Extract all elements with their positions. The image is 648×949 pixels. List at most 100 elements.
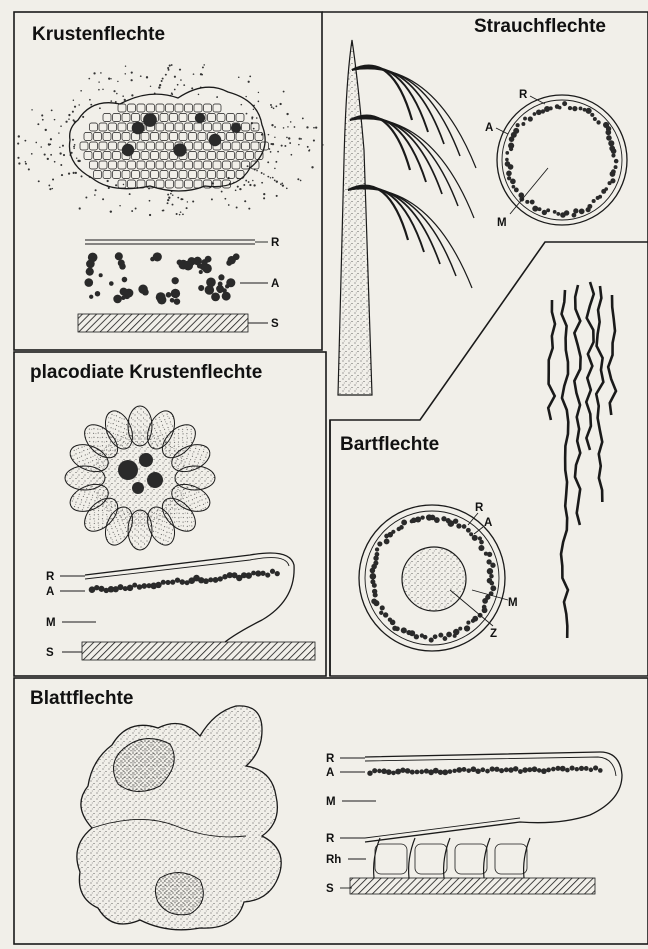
foliose-algae-layer (367, 765, 602, 776)
strand (586, 282, 594, 450)
alga (572, 213, 577, 218)
alga (490, 585, 496, 591)
alga (456, 767, 462, 773)
areole (113, 152, 121, 160)
areole (156, 142, 164, 150)
alga (165, 580, 170, 585)
crust-areoles (80, 104, 269, 188)
areole (141, 171, 149, 179)
speckle (239, 188, 241, 190)
areole (156, 161, 164, 169)
speckle (322, 144, 324, 146)
alga (572, 106, 577, 111)
speckle (146, 76, 148, 78)
placodiate-section-outline (85, 553, 294, 642)
strand (561, 290, 568, 638)
alga (424, 768, 429, 773)
speckle (78, 104, 79, 105)
speckle (49, 188, 51, 190)
strand (596, 286, 603, 502)
alga (456, 523, 461, 528)
areole (194, 104, 202, 112)
speckle (281, 145, 283, 147)
speckle (256, 170, 258, 172)
areole (113, 171, 121, 179)
alga (485, 769, 490, 774)
speckle (149, 200, 151, 202)
alga (429, 637, 434, 642)
speckle (110, 100, 112, 102)
areole (137, 104, 145, 112)
speckle (294, 126, 296, 128)
alga (367, 770, 372, 775)
alga (401, 627, 407, 633)
alga (399, 525, 404, 530)
frame-krustenflechte (14, 12, 322, 350)
alga (487, 568, 493, 574)
speckle (62, 145, 64, 147)
alga (458, 627, 462, 631)
alga (370, 579, 375, 584)
alga (482, 607, 488, 613)
areole (118, 123, 126, 131)
alga (523, 117, 527, 121)
speckle (174, 89, 176, 91)
areole (103, 114, 111, 122)
speckle (170, 193, 172, 195)
speckle (241, 104, 243, 106)
speckle (179, 214, 181, 216)
areole (242, 142, 250, 150)
speckle (52, 178, 54, 180)
alga (560, 212, 566, 218)
alga (508, 143, 514, 149)
alga (222, 292, 231, 301)
alga (400, 768, 405, 773)
alga (522, 767, 528, 773)
label-s: S (326, 883, 334, 895)
speckle (58, 132, 59, 133)
speckle (47, 158, 49, 160)
alga (95, 291, 100, 296)
krustenflechte-title: Krustenflechte (32, 24, 165, 45)
panel-krustenflechte: Krustenflechte R A S (17, 24, 323, 332)
alga (122, 277, 128, 283)
alga (109, 281, 114, 286)
speckle (284, 145, 286, 147)
speckle (274, 126, 276, 128)
speckle (61, 174, 63, 176)
speckle (41, 114, 43, 116)
label-r: R (326, 753, 335, 765)
speckle (253, 109, 254, 110)
areole (94, 133, 102, 141)
alga (533, 112, 537, 116)
speckle (200, 73, 202, 75)
speckle (177, 197, 179, 199)
areole (118, 161, 126, 169)
speckle (68, 172, 70, 174)
alga (452, 769, 456, 773)
areole (251, 161, 259, 169)
speckle (182, 213, 184, 215)
foliose-lower-cortex (365, 818, 520, 838)
areole (217, 152, 225, 160)
speckle (75, 172, 77, 174)
areole (156, 104, 164, 112)
speckle (168, 197, 170, 199)
areole (170, 133, 178, 141)
speckle (174, 76, 176, 78)
alga (469, 532, 473, 536)
areole (122, 171, 130, 179)
label-a: A (485, 122, 493, 134)
alga (270, 569, 275, 574)
label-s: S (46, 647, 54, 659)
rhizine-cell (375, 844, 407, 874)
areole (90, 142, 98, 150)
speckle (89, 99, 91, 101)
areole (198, 171, 206, 179)
alga (434, 517, 440, 523)
speckle (279, 103, 281, 105)
apothecium (231, 123, 241, 133)
speckle (202, 66, 204, 68)
alga (528, 116, 533, 121)
